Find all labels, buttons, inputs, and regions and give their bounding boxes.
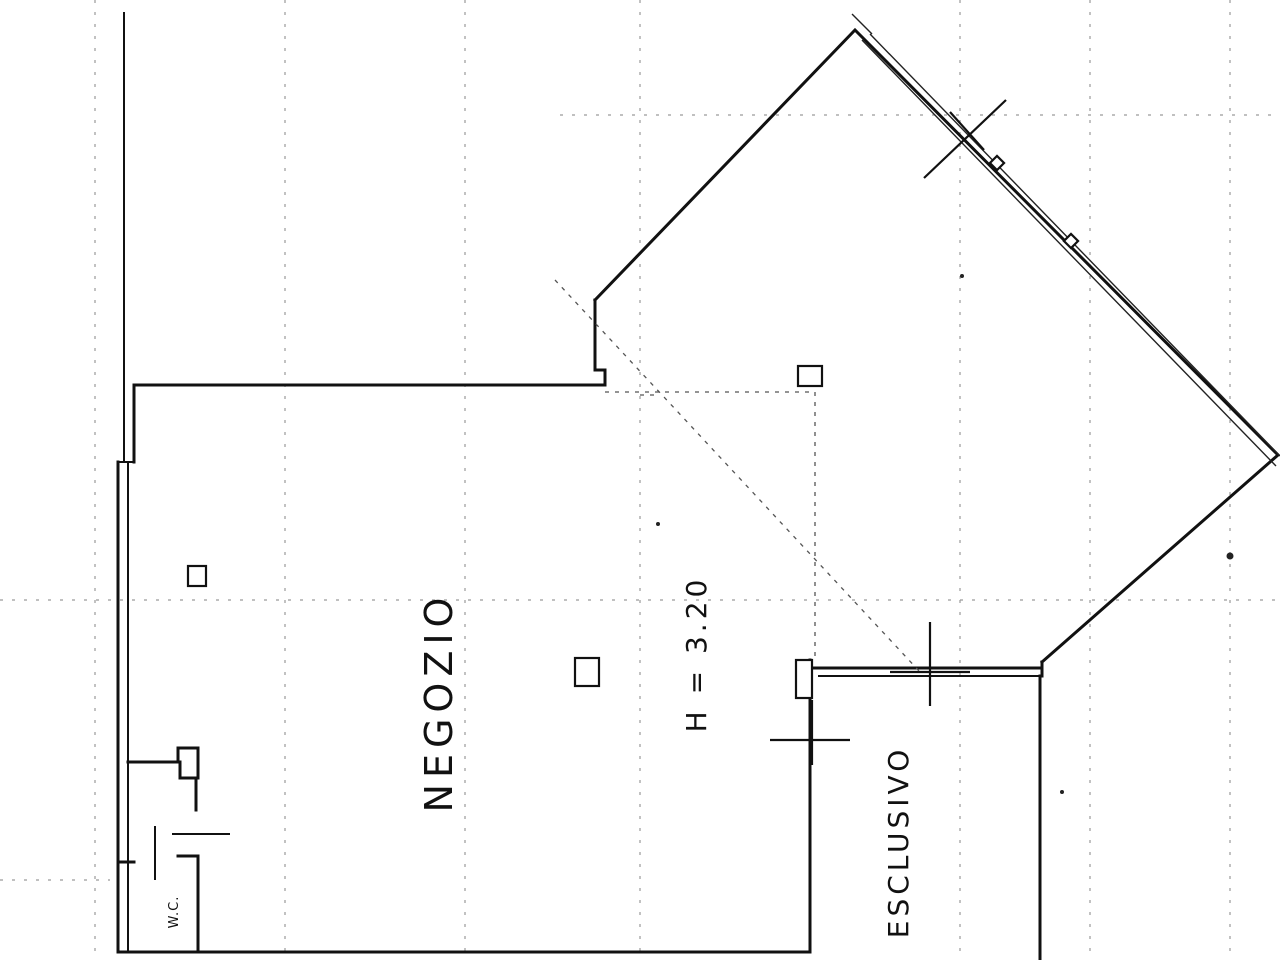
pillar-top	[796, 364, 824, 388]
angled-room-outline	[592, 27, 1280, 665]
pillar-corridor	[794, 658, 814, 700]
dimension-cross-lower	[770, 700, 850, 765]
dimension-cross-top	[923, 99, 1007, 179]
left-exterior-wall	[116, 460, 134, 954]
marker-dot	[1226, 552, 1234, 560]
dimension-cross-corridor	[890, 622, 970, 706]
angled-window-wall	[851, 13, 1280, 467]
wc-partition	[116, 746, 230, 954]
marker-dot	[1060, 790, 1064, 794]
pillar-center	[573, 656, 601, 688]
wall-step-notch	[593, 298, 607, 387]
marker-dot	[656, 522, 660, 526]
room-label-negozio: NEGOZIO	[417, 592, 461, 813]
corridor-top-wall	[808, 660, 1044, 678]
wc-label: W.C.	[167, 896, 182, 929]
pillar-left	[186, 564, 208, 588]
marker-dot	[960, 274, 964, 278]
exclusive-area-label: ESCLUSIVO	[882, 746, 915, 938]
projection-lines	[554, 279, 921, 673]
room-height-label: H = 3.20	[680, 576, 713, 733]
shop-outline	[132, 383, 607, 464]
shop-lower-wall	[116, 658, 812, 954]
